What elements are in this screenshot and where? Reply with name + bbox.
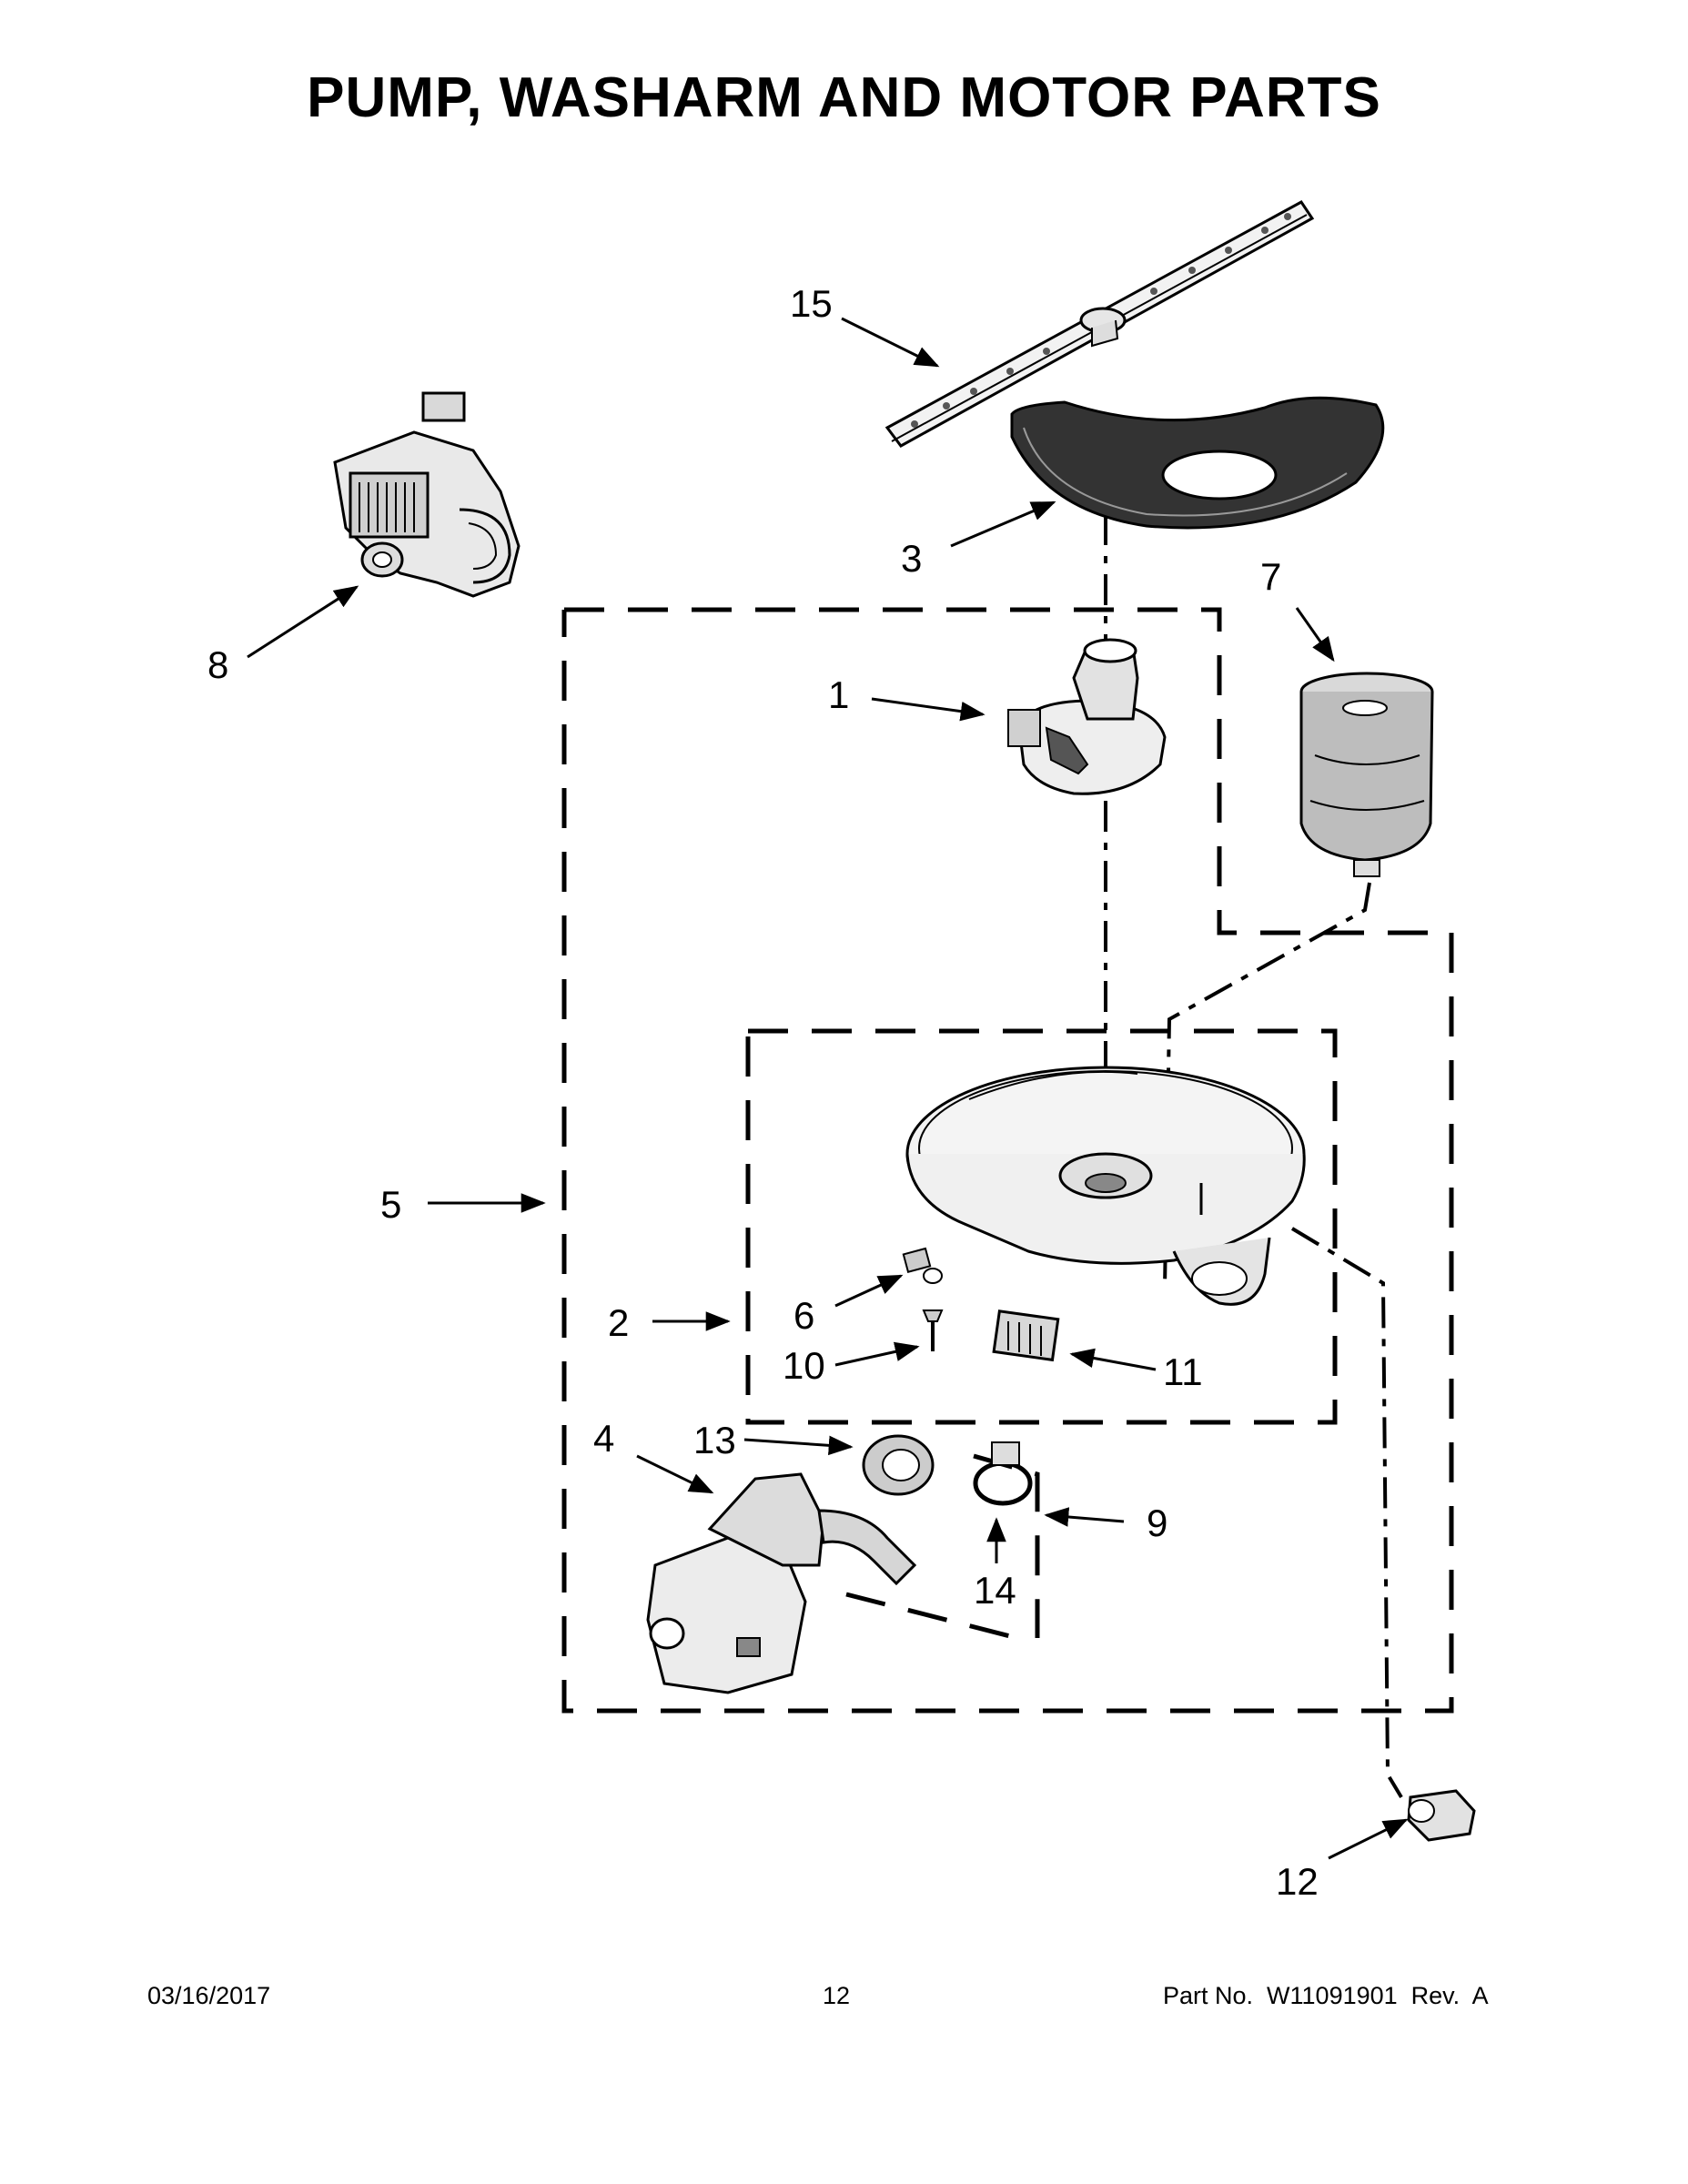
thermistor-illustration xyxy=(1407,1789,1476,1842)
callout-8: 8 xyxy=(207,643,228,686)
leader-arrows xyxy=(247,317,1409,1860)
circulation-motor-illustration xyxy=(333,391,521,598)
sump-illustration xyxy=(905,1066,1306,1306)
callout-6: 6 xyxy=(793,1294,814,1337)
callout-11: 11 xyxy=(1163,1350,1203,1393)
page-title: PUMP, WASHARM AND MOTOR PARTS xyxy=(307,66,1381,129)
small-parts-illustration xyxy=(902,1247,1060,1362)
footer-page-number: 12 xyxy=(823,1982,851,2009)
arrow-3 xyxy=(950,500,1056,548)
group-2-boundary xyxy=(745,1028,1338,1425)
arrow-6 xyxy=(834,1274,904,1308)
arrow-10 xyxy=(834,1341,920,1367)
callout-13: 13 xyxy=(693,1419,736,1461)
callout-12: 12 xyxy=(1276,1860,1319,1903)
group-5-boundary xyxy=(561,607,1454,1714)
arrow-8 xyxy=(247,585,359,659)
arrow-13 xyxy=(743,1435,854,1456)
callout-7: 7 xyxy=(1260,555,1281,598)
drain-pump-illustration xyxy=(646,1434,1033,1694)
arrow-4 xyxy=(636,1454,714,1494)
callout-1: 1 xyxy=(828,673,849,716)
filter-cover-illustration xyxy=(1010,396,1385,530)
callout-4: 4 xyxy=(593,1417,614,1460)
thermistor-line xyxy=(1290,1227,1403,1799)
footer-part-number: Part No. W11091901 Rev. A xyxy=(1163,1982,1489,2009)
callout-numbers: 15 3 8 7 1 5 2 6 10 11 4 13 9 14 12 xyxy=(207,282,1319,1903)
arrow-11 xyxy=(1069,1348,1157,1371)
footer-date: 03/16/2017 xyxy=(147,1982,271,2009)
callout-2: 2 xyxy=(608,1301,629,1344)
arrow-7 xyxy=(1295,607,1335,662)
arrow-9 xyxy=(1044,1507,1125,1527)
callout-14: 14 xyxy=(974,1569,1016,1612)
callout-10: 10 xyxy=(783,1344,825,1387)
callout-9: 9 xyxy=(1147,1502,1167,1544)
filter-basket-illustration xyxy=(1299,672,1434,877)
arrow-15 xyxy=(841,317,940,368)
callout-15: 15 xyxy=(790,282,833,325)
callout-3: 3 xyxy=(901,537,922,580)
pump-housing-illustration xyxy=(1007,638,1167,795)
arrow-1 xyxy=(871,697,986,722)
callout-5: 5 xyxy=(380,1183,401,1226)
arrow-12 xyxy=(1328,1818,1409,1860)
lower-washarm-illustration xyxy=(884,200,1315,448)
group-9-boundary-lower xyxy=(845,1592,1018,1641)
